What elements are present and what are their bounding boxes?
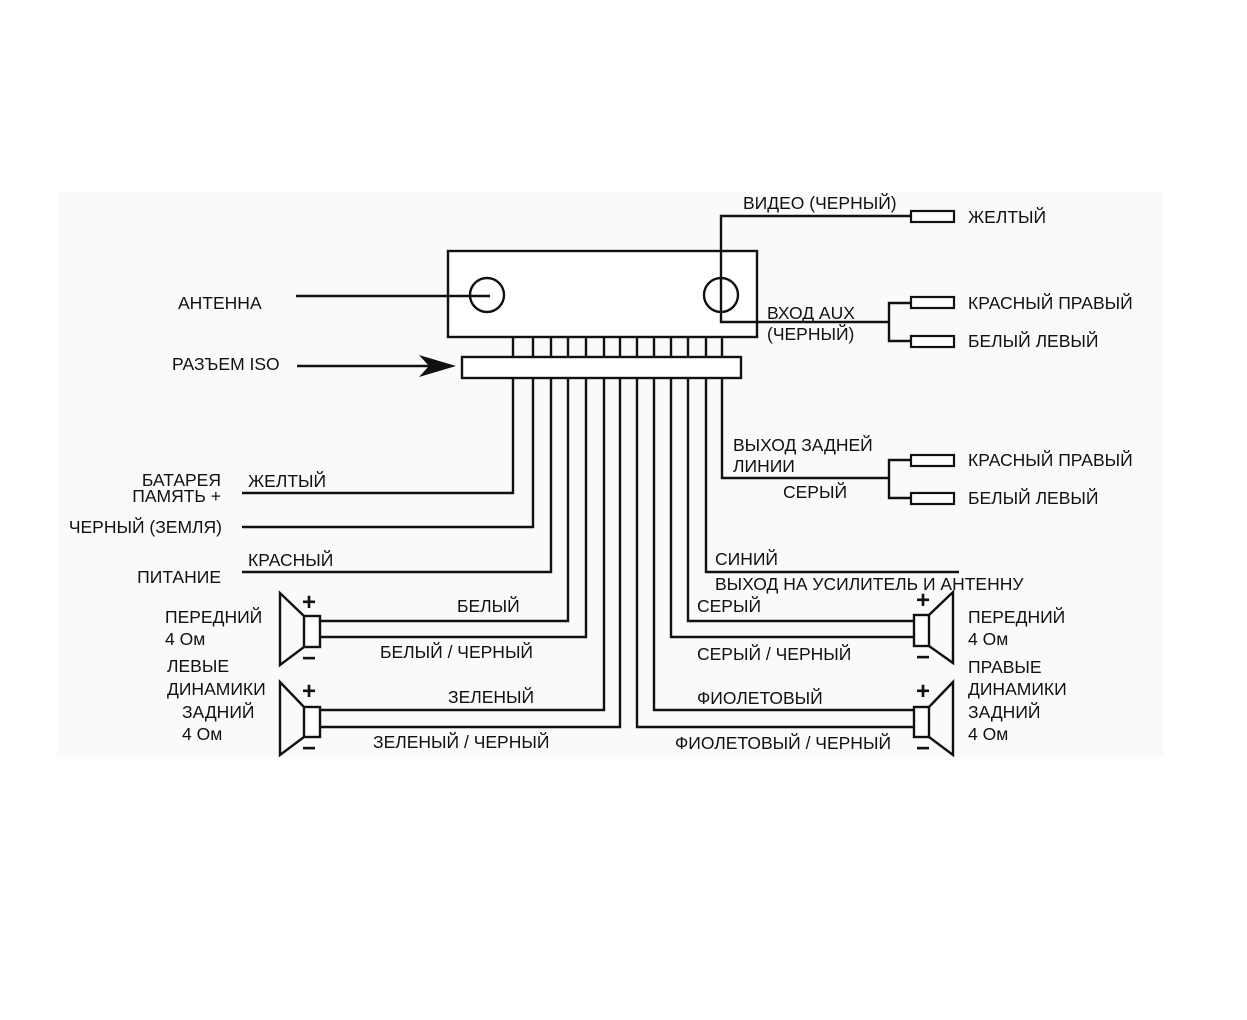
rear-line-out-wire-color: СЕРЫЙ [783,481,847,502]
left-front-speaker: + − [278,589,322,672]
rear-out-left-rca-plug-icon [909,491,956,506]
head-unit-body [446,249,759,339]
wire-battery-yellow [242,378,515,495]
speaker-magnet-icon [302,705,322,739]
speaker-cone-icon [928,589,955,666]
aux-fork-wire [887,301,911,343]
wire-rear-line-out-gray [720,378,889,480]
right-front-position-label: ПЕРЕДНИЙ [968,606,1065,627]
speaker-magnet-icon [912,613,931,648]
head-unit [446,249,759,339]
aux-in-label-line1: ВХОД AUX [767,303,855,323]
wire-left-front-positive-white [320,378,570,623]
negative-terminal-sign: − [916,644,930,671]
positive-terminal-sign: + [916,678,930,705]
iso-connector [460,355,743,380]
right-front-impedance-label: 4 Ом [968,629,1008,649]
positive-terminal-sign: + [302,589,316,616]
right-front-negative-wire-label: СЕРЫЙ / ЧЕРНЫЙ [697,643,851,664]
battery-label-line2: ПАМЯТЬ + [132,486,221,506]
battery-label-line1: БАТАРЕЯ [142,470,221,490]
video-label: ВИДЕО (ЧЕРНЫЙ) [743,192,897,213]
positive-terminal-sign: + [302,678,316,705]
right-front-positive-wire-label: СЕРЫЙ [697,595,761,616]
left-rear-position-label: ЗАДНИЙ [182,701,254,722]
amp-antenna-label: ВЫХОД НА УСИЛИТЕЛЬ И АНТЕННУ [715,574,1024,594]
left-speakers-legend: ПЕРЕДНИЙ 4 Ом ЛЕВЫЕ ДИНАМИКИ ЗАДНИЙ 4 Ом [165,606,266,744]
speaker-cone-icon [278,590,305,668]
aux-right-rca-plug-icon [909,295,956,310]
ignition-label: ПИТАНИЕ [137,567,221,587]
left-front-positive-wire-label: БЕЛЫЙ [457,595,520,616]
rear-line-out-fork-wire [887,458,911,500]
video-plug-label: ЖЕЛТЫЙ [968,206,1046,227]
right-speakers-legend: ПЕРЕДНИЙ 4 Ом ПРАВЫЕ ДИНАМИКИ ЗАДНИЙ 4 О… [968,606,1067,744]
video-aux-wire [719,214,911,324]
right-rear-impedance-label: 4 Ом [968,724,1008,744]
right-rear-position-label: ЗАДНИЙ [968,701,1040,722]
iso-connector-label: РАЗЪЕМ ISO [172,354,280,374]
wire-ignition-red [242,378,553,574]
aux-left-plug-label: БЕЛЫЙ ЛЕВЫЙ [968,330,1098,351]
speaker-cone-icon [278,679,305,758]
rear-line-out-label-line1: ВЫХОД ЗАДНЕЙ [733,434,873,455]
right-group-label-line1: ПРАВЫЕ [968,657,1042,677]
left-rear-negative-wire-label: ЗЕЛЕНЫЙ / ЧЕРНЫЙ [373,731,549,752]
rear-out-right-rca-plug-icon [909,453,956,468]
aux-left-rca-plug-icon [909,334,956,349]
rear-out-right-plug-label: КРАСНЫЙ ПРАВЫЙ [968,449,1133,470]
speaker-cone-icon [928,679,955,758]
speaker-magnet-icon [912,705,931,739]
iso-pin-stubs [511,337,724,357]
right-group-label-line2: ДИНАМИКИ [968,679,1067,699]
left-front-position-label: ПЕРЕДНИЙ [165,606,262,627]
wire-right-front-negative-gray-black [669,378,914,639]
negative-terminal-sign: − [302,735,316,762]
right-rear-speaker: + − [912,678,955,762]
positive-terminal-sign: + [916,587,930,614]
negative-terminal-sign: − [916,735,930,762]
negative-terminal-sign: − [302,645,316,672]
left-rear-speaker: + − [278,678,322,762]
right-rear-negative-wire-label: ФИОЛЕТОВЫЙ / ЧЕРНЫЙ [675,732,891,753]
video-rca-plug-icon [909,209,956,224]
right-front-speaker: + − [912,587,955,671]
wire-right-rear-negative-violet-black [635,378,914,729]
ignition-wire-color: КРАСНЫЙ [248,549,333,570]
speaker-magnet-icon [302,614,322,649]
wire-left-front-negative-white-black [320,378,588,639]
wire-left-rear-negative-green-black [320,378,622,729]
rear-line-out-label-line2: ЛИНИИ [733,456,795,476]
battery-wire-color: ЖЕЛТЫЙ [248,470,326,491]
left-rear-positive-wire-label: ЗЕЛЕНЫЙ [448,686,534,707]
iso-arrow-icon [419,355,456,377]
wire-left-rear-positive-green [320,378,606,712]
wire-amp-antenna-blue [704,378,959,574]
wire-right-front-positive-gray [686,378,914,623]
left-front-impedance-label: 4 Ом [165,629,205,649]
wire-ground-black [242,378,535,529]
wire-right-rear-positive-violet [652,378,914,712]
left-group-label-line2: ДИНАМИКИ [167,679,266,699]
left-rear-impedance-label: 4 Ом [182,724,222,744]
left-front-negative-wire-label: БЕЛЫЙ / ЧЕРНЫЙ [380,641,533,662]
antenna-label: АНТЕННА [178,293,262,313]
right-rear-positive-wire-label: ФИОЛЕТОВЫЙ [697,687,823,708]
left-group-label-line1: ЛЕВЫЕ [167,656,229,676]
rear-out-left-plug-label: БЕЛЫЙ ЛЕВЫЙ [968,487,1098,508]
aux-right-plug-label: КРАСНЫЙ ПРАВЫЙ [968,292,1133,313]
aux-in-label-line2: (ЧЕРНЫЙ) [767,323,854,344]
ground-label: ЧЕРНЫЙ (ЗЕМЛЯ) [69,516,222,537]
amp-antenna-wire-color: СИНИЙ [715,548,778,569]
